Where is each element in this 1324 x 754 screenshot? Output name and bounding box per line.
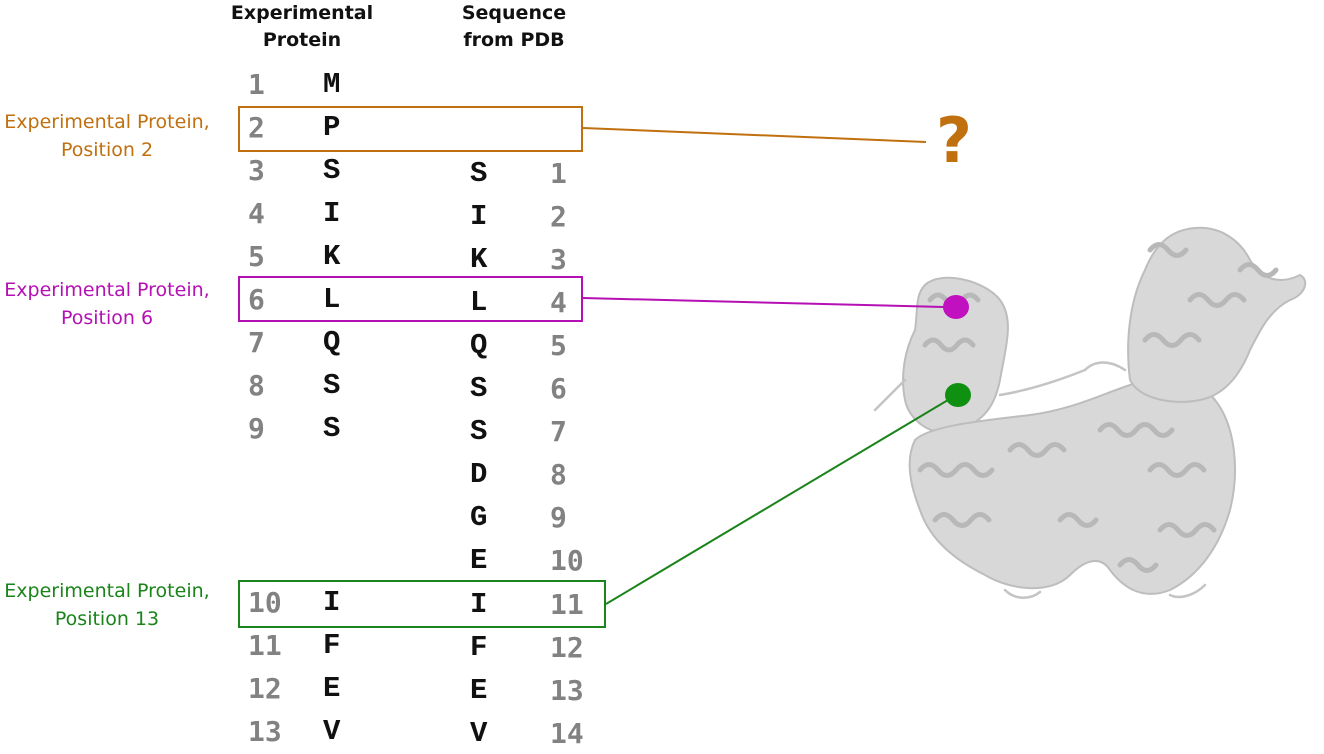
experimental-header-line-2: Protein — [262, 29, 342, 51]
protein-cartoon — [873, 226, 1307, 599]
exp-residue: P — [323, 111, 341, 144]
callout-position-13-line-2: Position 13 — [54, 608, 160, 630]
pdb-residue: G — [470, 501, 488, 534]
callout-position-13-line-1: Experimental Protein, — [4, 580, 210, 602]
pdb-num: 12 — [550, 631, 584, 664]
pdb-num: 14 — [550, 717, 584, 750]
pdb-num: 11 — [550, 588, 584, 621]
experimental-protein-header: Experimental Protein — [212, 0, 392, 54]
exp-residue: L — [323, 283, 341, 316]
pdb-num: 1 — [550, 157, 567, 190]
callout-position-6: Experimental Protein, Position 6 — [0, 276, 227, 332]
exp-residue: V — [323, 715, 341, 748]
pdb-num: 2 — [550, 200, 567, 233]
exp-residue: K — [323, 240, 341, 273]
position-13-residue-marker — [945, 383, 971, 407]
exp-num: 6 — [248, 283, 265, 316]
position-13-highlight-box — [238, 580, 606, 628]
protein-right-arm — [1127, 226, 1307, 403]
pdb-residue: S — [470, 372, 488, 405]
exp-num: 12 — [248, 672, 282, 705]
pdb-residue: I — [470, 588, 488, 621]
pdb-residue: I — [470, 200, 488, 233]
pdb-sequence-header: Sequence from PDB — [424, 0, 604, 54]
exp-num: 8 — [248, 369, 265, 402]
exp-num: 3 — [248, 154, 265, 187]
pdb-residue: E — [470, 544, 488, 577]
callout-position-2-line-1: Experimental Protein, — [4, 111, 210, 133]
exp-num: 10 — [248, 586, 282, 619]
exp-residue: I — [323, 586, 341, 619]
pdb-num: 6 — [550, 372, 567, 405]
pdb-num: 5 — [550, 329, 567, 362]
callout-position-2: Experimental Protein, Position 2 — [0, 108, 227, 164]
pdb-num: 13 — [550, 674, 584, 707]
callout-position-6-line-2: Position 6 — [60, 307, 154, 329]
position-6-connector — [582, 297, 945, 308]
exp-num: 4 — [248, 197, 265, 230]
exp-num: 1 — [248, 68, 265, 101]
pdb-residue: E — [470, 674, 488, 707]
pdb-residue: L — [470, 286, 488, 319]
pdb-residue: S — [470, 415, 488, 448]
position-2-connector — [582, 127, 927, 143]
protein-central-body — [908, 379, 1236, 595]
exp-residue: S — [323, 369, 341, 402]
exp-num: 7 — [248, 326, 265, 359]
pdb-residue: K — [470, 243, 488, 276]
exp-num: 13 — [248, 715, 282, 748]
pdb-residue: F — [470, 631, 488, 664]
exp-residue: F — [323, 629, 341, 662]
exp-residue: S — [323, 154, 341, 187]
pdb-residue: S — [470, 157, 488, 190]
exp-num: 5 — [248, 240, 265, 273]
pdb-header-line-2: from PDB — [463, 29, 565, 51]
exp-residue: S — [323, 412, 341, 445]
position-2-highlight-box — [238, 106, 583, 152]
unmapped-question-mark: ? — [936, 104, 972, 177]
callout-position-13: Experimental Protein, Position 13 — [0, 577, 227, 633]
position-13-connector — [605, 399, 949, 605]
pdb-num: 7 — [550, 415, 567, 448]
exp-residue: E — [323, 672, 341, 705]
exp-residue: M — [323, 68, 341, 101]
pdb-num: 9 — [550, 501, 567, 534]
exp-residue: Q — [323, 326, 341, 359]
exp-residue: I — [323, 197, 341, 230]
position-6-residue-marker — [943, 295, 969, 319]
pdb-header-line-1: Sequence — [461, 2, 567, 24]
experimental-header-line-1: Experimental — [230, 2, 374, 24]
position-6-highlight-box — [238, 276, 583, 322]
exp-num: 2 — [248, 111, 265, 144]
callout-position-2-line-2: Position 2 — [60, 139, 154, 161]
exp-num: 11 — [248, 629, 282, 662]
pdb-num: 8 — [550, 458, 567, 491]
callout-position-6-line-1: Experimental Protein, — [4, 279, 210, 301]
exp-num: 9 — [248, 412, 265, 445]
pdb-residue: D — [470, 458, 488, 491]
pdb-residue: V — [470, 717, 488, 750]
pdb-num: 4 — [550, 286, 567, 319]
pdb-num: 10 — [550, 544, 584, 577]
pdb-residue: Q — [470, 329, 488, 362]
pdb-num: 3 — [550, 243, 567, 276]
